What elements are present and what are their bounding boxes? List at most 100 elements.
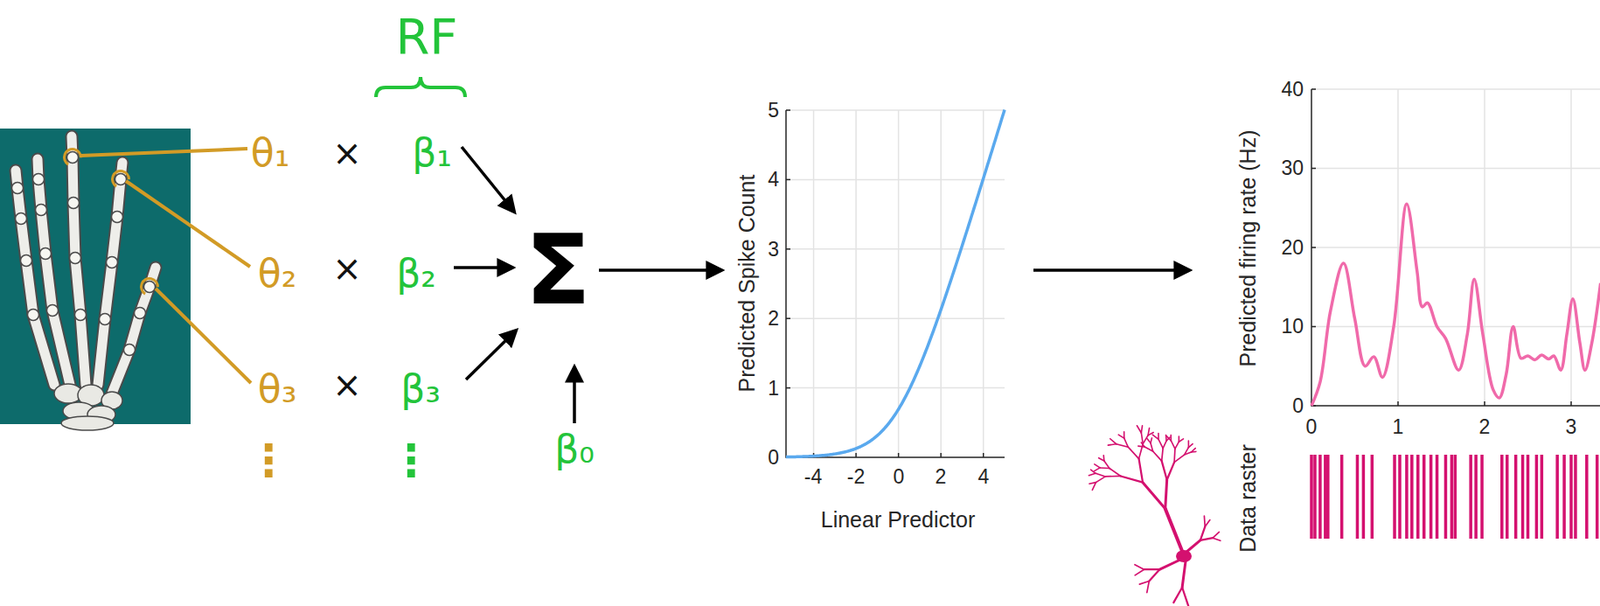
label-holder: -2	[847, 466, 865, 487]
label-holder: 0	[767, 447, 780, 468]
tick-mark	[1483, 401, 1486, 406]
label-holder: 1	[767, 378, 780, 399]
label-holder: 10	[1280, 316, 1304, 337]
label-holder: 1	[1392, 417, 1405, 438]
label-holder: -4	[804, 466, 822, 487]
finger-bone	[111, 267, 156, 394]
spike-raster-tick	[1392, 454, 1397, 539]
dendrite-branch	[1136, 425, 1141, 433]
finger-joint	[75, 309, 87, 321]
spike-raster-tick	[1569, 454, 1573, 539]
label-holder: 3	[767, 239, 780, 260]
dendrite-branch	[1134, 569, 1144, 576]
tick-label: 4	[767, 167, 780, 191]
label-holder: 20	[1280, 237, 1304, 258]
finger-joint	[12, 182, 24, 195]
joint-angle-mark	[139, 277, 160, 295]
multiply-sign: ×	[332, 248, 362, 289]
spike-raster-tick	[1505, 454, 1510, 539]
spike-raster-tick	[1526, 454, 1531, 539]
grid-line	[939, 110, 942, 458]
dendrite-branch	[1152, 434, 1159, 439]
finger-joint	[47, 305, 59, 317]
spike-raster-tick	[1573, 454, 1578, 539]
spike-raster-tick	[1356, 454, 1360, 539]
label-holder: ×	[332, 367, 362, 403]
tick-mark	[1311, 167, 1316, 170]
grid-line	[855, 110, 857, 458]
label-holder: ⋮	[389, 438, 433, 483]
tick-label: 20	[1280, 236, 1304, 259]
grid-line	[786, 109, 1005, 112]
dendrite-branch	[1120, 475, 1143, 482]
finger-bone	[97, 162, 123, 385]
tick-mark	[1311, 88, 1316, 91]
dendrite-branch	[1123, 431, 1126, 439]
spike-raster-tick	[1555, 454, 1559, 539]
spike-raster-tick	[1422, 454, 1427, 539]
leader-line	[125, 180, 251, 267]
dendrite-branch	[1165, 508, 1183, 551]
spike-raster-tick	[1540, 454, 1545, 539]
label-holder: 0	[1306, 417, 1318, 438]
dendrite-branch	[1173, 587, 1183, 603]
grid-line	[786, 248, 1005, 251]
joint-angle-mark	[111, 169, 131, 188]
dendrite-branch	[1142, 482, 1166, 509]
finger-bone-outline	[111, 267, 156, 394]
tick-label: 2	[1479, 415, 1491, 439]
grid-line	[786, 317, 1005, 320]
tick-mark	[786, 179, 791, 181]
spike-raster-tick	[1474, 454, 1478, 539]
softplus-curve	[786, 109, 1005, 457]
axis-title: Predicted firing rate (Hz)	[1235, 130, 1260, 368]
tick-mark	[1397, 401, 1399, 406]
label-holder: Linear Predictor	[820, 508, 975, 531]
finger-joint	[67, 152, 79, 164]
tick-label: 10	[1280, 314, 1304, 338]
label-holder: Σ	[524, 222, 591, 319]
dendrite-branch	[1140, 442, 1145, 447]
label-holder: 2	[1479, 417, 1491, 438]
spike-raster-tick	[1521, 454, 1525, 539]
dendrite-branch	[1185, 540, 1201, 553]
spike-raster-tick	[1416, 454, 1420, 539]
spike-raster-tick	[1313, 454, 1317, 539]
spike-raster-tick	[1340, 454, 1344, 539]
spike-raster-tick	[1318, 454, 1322, 539]
label-holder: 4	[767, 169, 780, 190]
label-holder: 0	[1292, 396, 1304, 417]
dendrite-branch	[1095, 473, 1106, 477]
dendrite-branch	[1200, 537, 1213, 541]
multiply-sign: ×	[332, 132, 362, 174]
finger-joint	[111, 211, 124, 223]
spike-raster-tick	[1450, 454, 1454, 539]
finger-joint	[40, 248, 52, 260]
dendrite-branch	[1144, 568, 1161, 571]
flow-arrow	[1033, 268, 1190, 272]
dendrite-branch	[1161, 460, 1168, 480]
axis-title: Data raster	[1235, 444, 1260, 553]
finger-joint	[99, 313, 112, 326]
hand-skeleton	[0, 128, 191, 431]
spike-raster-tick	[1595, 454, 1600, 539]
dendrite-branch	[1182, 561, 1186, 588]
tick-label: 2	[935, 465, 947, 488]
label-holder: β₁	[411, 133, 453, 173]
dendrite-branch	[1200, 526, 1205, 541]
dendrite-branch	[1190, 451, 1196, 453]
finger-joint	[115, 173, 127, 186]
label-holder: β₀	[554, 430, 595, 469]
dendrite-branch	[1158, 438, 1163, 448]
tick-label: 0	[767, 445, 780, 469]
firing-rate-curve	[1311, 203, 1600, 406]
label-holder: 30	[1280, 158, 1304, 179]
finger-joint	[69, 252, 82, 265]
dendrite-branch	[1107, 444, 1116, 446]
tick-mark	[786, 387, 791, 390]
tick-mark	[1311, 326, 1316, 328]
joint-angle: θ₁	[250, 130, 291, 175]
axis-line	[1311, 89, 1600, 406]
dendrite-branch	[1118, 434, 1125, 439]
